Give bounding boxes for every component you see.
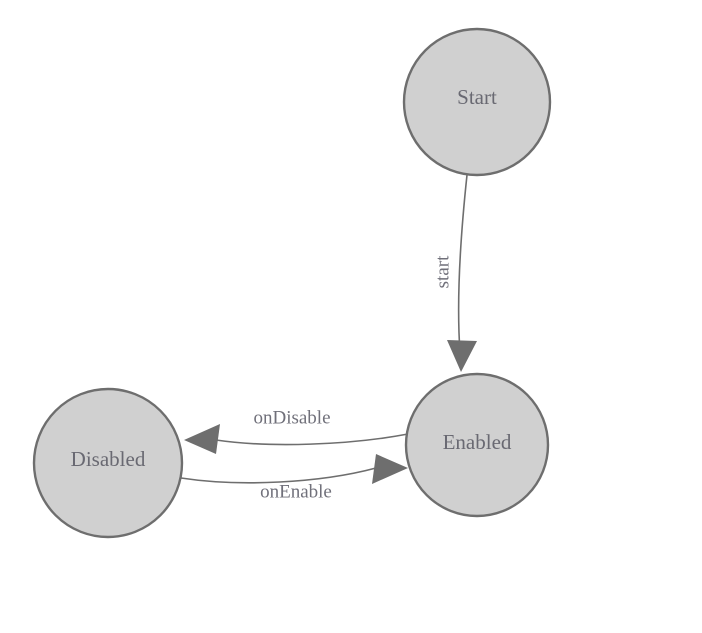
edge-label-onenable: onEnable — [260, 481, 332, 502]
state-node-disabled-shape — [32, 387, 184, 539]
edge-start-enabled-path — [457, 174, 468, 353]
edge-label-ondisable: onDisable — [253, 407, 330, 428]
state-node-enabled-label: Enabled — [443, 430, 512, 454]
state-node-start-label: Start — [457, 85, 497, 109]
edge-disabled-enabled-path — [180, 467, 377, 484]
state-node-enabled-shape — [404, 372, 550, 518]
arrowhead-into-enabled — [447, 340, 477, 372]
state-node-start-shape — [402, 27, 552, 177]
arrowhead-into-disabled — [184, 424, 220, 454]
edge-start-enabled[interactable]: start — [432, 174, 477, 372]
state-node-disabled-label: Disabled — [71, 447, 146, 471]
edge-enabled-disabled[interactable]: onDisable — [184, 407, 409, 454]
state-node-start[interactable]: Start — [402, 27, 552, 177]
state-node-enabled[interactable]: Enabled — [404, 372, 550, 518]
arrowhead-into-enabled-2 — [372, 454, 408, 484]
edge-disabled-enabled[interactable]: onEnable — [180, 454, 408, 502]
edge-label-start: start — [432, 255, 453, 288]
state-node-disabled[interactable]: Disabled — [32, 387, 184, 539]
edge-enabled-disabled-path — [215, 433, 409, 446]
